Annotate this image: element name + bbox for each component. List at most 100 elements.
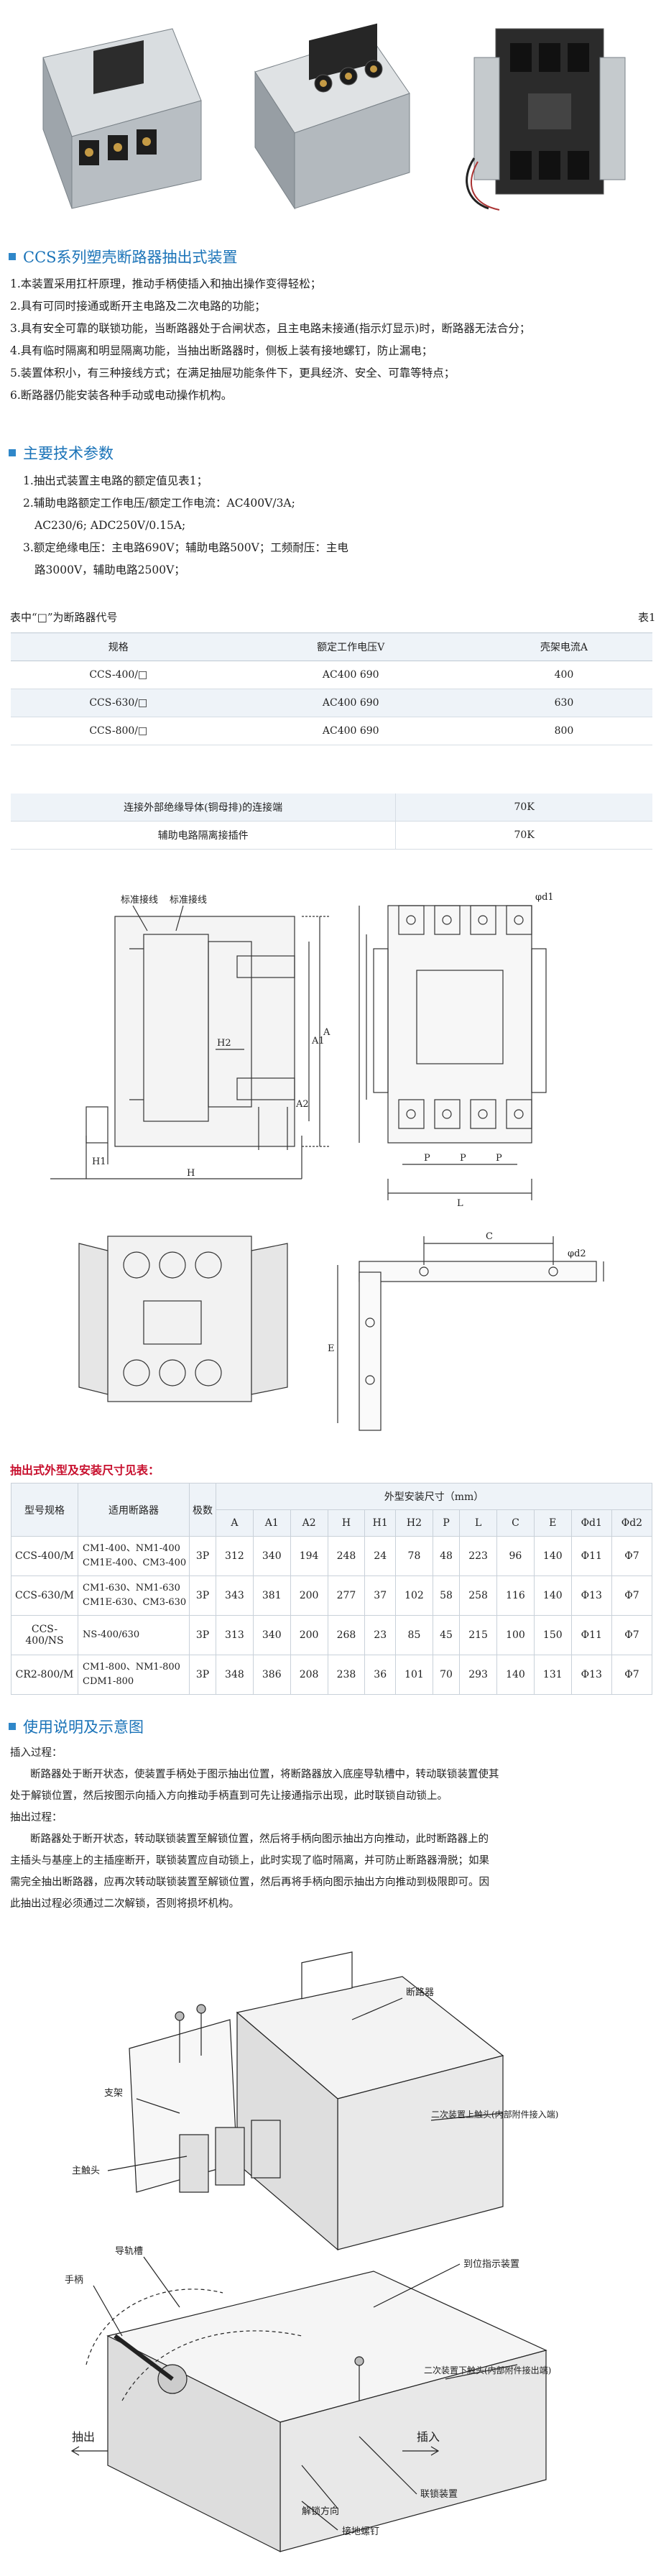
label-bracket: 支架 (104, 2088, 123, 2099)
table1-cell: CCS-800/□ (11, 717, 226, 745)
table3-app-line: CM1-630、NM1-630 (83, 1583, 180, 1593)
ccs-item: 5.装置体积小，有三种接线方式；在满足抽屉功能条件下，更具经济、安全、可靠等特点… (10, 367, 456, 380)
table-row: 辅助电路隔离接插件 70K (11, 821, 652, 850)
table3-cell: 348 (216, 1655, 254, 1695)
table3-subheader-cell: A2 (290, 1509, 328, 1537)
label-P-2: P (460, 1153, 466, 1164)
ccs-item: 1.本装置采用扛杆原理，推动手柄使插入和抽出操作变得轻松； (10, 277, 322, 290)
label-interlock: 联锁装置 (420, 2488, 458, 2500)
insert-heading: 插入过程： (10, 1747, 63, 1759)
assembly-diagram: 断路器 支架 主触头 二次装置上触头(内部附件接入端) 导轨槽 手柄 到位指示装… (65, 1951, 558, 2552)
table3-subheader-cell: Φd1 (570, 1509, 612, 1537)
table2-cell: 连接外部绝缘导体(铜母排)的连接端 (11, 794, 396, 822)
param-item: 路3000V，辅助电路2500V； (34, 564, 185, 576)
table3-cell: 96 (496, 1536, 535, 1576)
table3-cell: 3P (189, 1655, 216, 1695)
table1-header-row: 规格 额定工作电压V 壳架电流A (11, 632, 652, 661)
table3-cell: 194 (290, 1536, 328, 1576)
table3-cell: 293 (459, 1655, 498, 1695)
table3-cell: 48 (432, 1536, 461, 1576)
table1-cell: 800 (475, 717, 652, 745)
label-C: C (486, 1231, 493, 1242)
label-phi-d2: φd2 (568, 1248, 586, 1259)
table3-cell: 85 (395, 1615, 433, 1655)
table3-cell: Φ7 (611, 1655, 653, 1695)
table1-cell: AC400 690 (226, 717, 476, 745)
section-bullet-icon (9, 253, 16, 260)
table1-cell: CCS-400/□ (11, 661, 226, 689)
table3-cell: 3P (189, 1536, 216, 1576)
table3-subheader-cell: Φd2 (611, 1509, 653, 1537)
table3-header-row: 型号规格 适用断路器 极数 外型安装尺寸（mm） (11, 1483, 652, 1537)
table3-cell: 58 (432, 1576, 461, 1616)
table3-cell: CR2-800/M (11, 1655, 78, 1695)
table3-cell: 23 (364, 1615, 397, 1655)
table3-cell: 37 (364, 1576, 397, 1616)
label-position-indicator: 到位指示装置 (463, 2259, 519, 2270)
table2: 连接外部绝缘导体(铜母排)的连接端 70K 辅助电路隔离接插件 70K (11, 794, 652, 850)
side-view-body (114, 916, 295, 1147)
table3-subheader-cell: A (216, 1509, 254, 1537)
label-secondary-bottom: 二次装置下触头(内部附件接出端) (424, 2365, 551, 2375)
table3-cell: Φ11 (570, 1536, 612, 1576)
table3-cell: 140 (533, 1576, 572, 1616)
table3-app-line: CM1-800、NM1-800 (83, 1662, 180, 1673)
table3-header-cell: 外型安装尺寸（mm） (216, 1483, 652, 1510)
table-row: 连接外部绝缘导体(铜母排)的连接端 70K (11, 794, 652, 822)
table3-cell: 268 (327, 1615, 366, 1655)
table1-cell: 400 (475, 661, 652, 689)
table3-cell: 215 (459, 1615, 498, 1655)
table1-note: 表中“□”为断路器代号 (10, 611, 118, 624)
label-P-3: P (496, 1153, 502, 1164)
table3-cell: Φ7 (611, 1576, 653, 1616)
label-handle: 手柄 (65, 2275, 83, 2286)
table1-cell: AC400 690 (226, 689, 476, 717)
table3-subheader-cell: H (327, 1509, 366, 1537)
table3-cell: 102 (395, 1576, 433, 1616)
table3-cell: 100 (496, 1615, 535, 1655)
table3-cell: 238 (327, 1655, 366, 1695)
table3-cell: 200 (290, 1615, 328, 1655)
table1: 规格 额定工作电压V 壳架电流A CCS-400/□ AC400 690 400… (11, 632, 652, 745)
ccs-item: 6.断路器仍能安装各种手动或电动操作机构。 (10, 389, 233, 402)
table3-caption: 抽出式外型及安装尺寸见表： (10, 1463, 160, 1477)
label-breaker: 断路器 (406, 1987, 434, 1998)
section-ccs-title: CCS系列塑壳断路器抽出式装置 (23, 249, 238, 266)
table3-header-cell: 型号规格 (11, 1483, 78, 1537)
table1-header-cell: 额定工作电压V (226, 632, 476, 661)
table3-cell: 78 (395, 1536, 433, 1576)
section-params-title: 主要技术参数 (23, 445, 114, 462)
table3-cell: Φ13 (570, 1655, 612, 1695)
table3-cell: Φ11 (570, 1615, 612, 1655)
table3-cell: 313 (216, 1615, 254, 1655)
table3-cell: 101 (395, 1655, 433, 1695)
label-A: A (323, 1027, 330, 1038)
label-std-wiring-a: 标准接线 (121, 894, 158, 906)
table3-subheader-cell: L (459, 1509, 498, 1537)
param-item: 1.抽出式装置主电路的额定值见表1； (23, 474, 208, 487)
table3-header-cell: 适用断路器 (78, 1483, 190, 1537)
table3-app-line: CM1E-630、CM3-630 (83, 1597, 187, 1608)
table3-cell: 24 (364, 1536, 397, 1576)
table-row: CCS-400/□ AC400 690 400 (11, 661, 652, 689)
table3-subheader-cell: H1 (364, 1509, 397, 1537)
table3-subheader-row: A A1 A2 H H1 H2 P L C E Φd1 Φd2 (11, 1509, 653, 1537)
label-unlock-direction: 解锁方向 (302, 2506, 339, 2517)
table3-cell: 340 (252, 1615, 291, 1655)
table3-cell: 3P (189, 1615, 216, 1655)
extract-line: 此抽出过程必须通过二次解锁，否则将损坏机构。 (10, 1898, 239, 1910)
label-guide: 导轨槽 (115, 2246, 143, 2257)
label-extract: 抽出 (72, 2430, 95, 2444)
section-usage-heading: 使用说明及示意图 (9, 1715, 144, 1738)
table1-cell: 630 (475, 689, 652, 717)
table3-cell: 200 (290, 1576, 328, 1616)
table1-cell: CCS-630/□ (11, 689, 226, 717)
table3-cell: 45 (432, 1615, 461, 1655)
label-H1: H1 (92, 1156, 106, 1167)
table3-cell: 386 (252, 1655, 291, 1695)
table2-cell: 辅助电路隔离接插件 (11, 821, 396, 850)
table3-cell: CCS-400/M (11, 1536, 78, 1576)
label-H: H (187, 1168, 195, 1179)
